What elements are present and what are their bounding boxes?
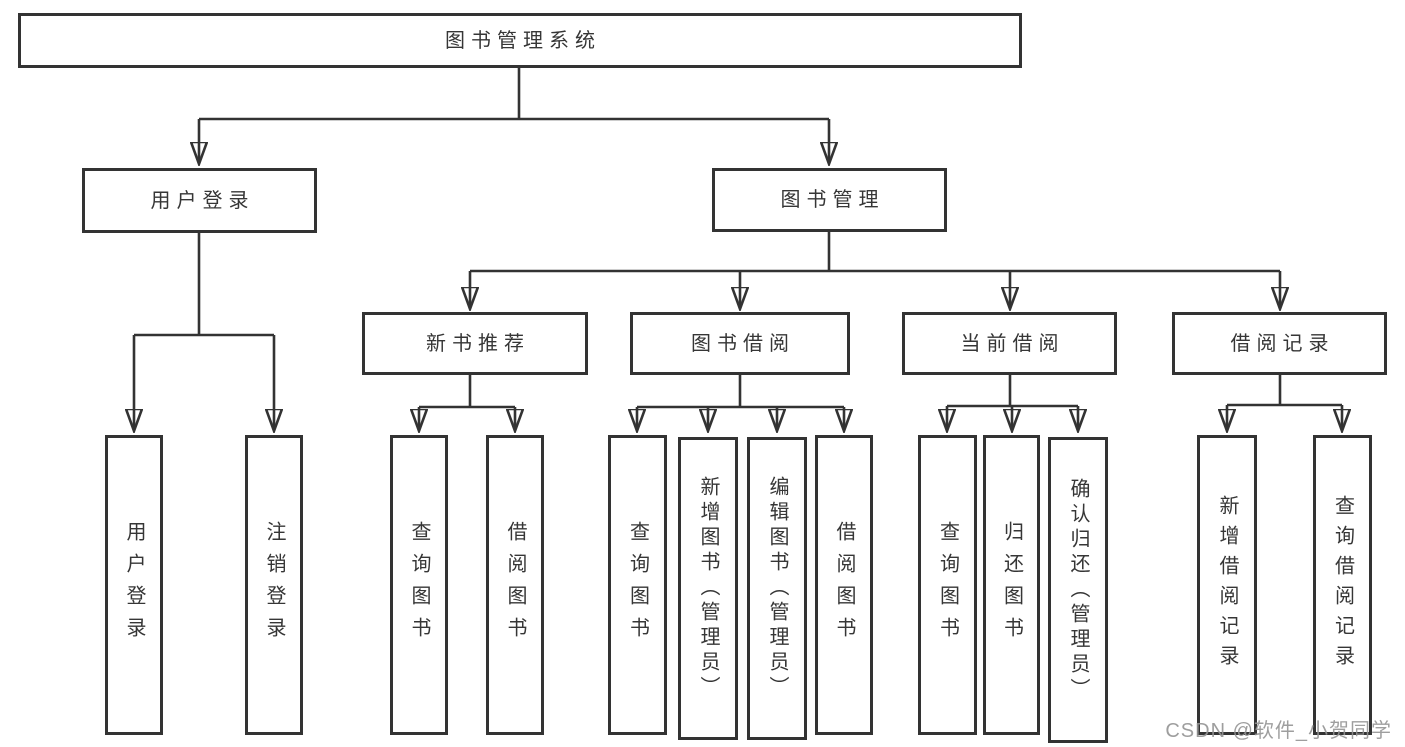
node-leaf-nb-borrow: 借阅图书 [486,435,544,735]
watermark: CSDN @软件_小贺同学 [1165,720,1392,742]
connector-book-borrow [637,375,844,431]
node-new-book: 新书推荐 [362,312,588,375]
node-leaf-cb-confirm: 确认归还（管理员） [1048,437,1108,743]
node-current-borrow: 当前借阅 [902,312,1117,375]
node-leaf-user-login: 用户登录 [105,435,163,735]
node-leaf-bb-add: 新增图书（管理员） [678,437,738,740]
node-user-login-group: 用户登录 [82,168,317,233]
connector-borrow-record [1227,375,1342,431]
connector-book-mgmt [470,232,1280,309]
node-leaf-br-query: 查询借阅记录 [1313,435,1372,735]
node-leaf-bb-borrow: 借阅图书 [815,435,873,735]
node-leaf-cb-query: 查询图书 [918,435,977,735]
node-leaf-br-add: 新增借阅记录 [1197,435,1257,735]
node-leaf-logout: 注销登录 [245,435,303,735]
node-leaf-bb-query: 查询图书 [608,435,667,735]
node-book-mgmt: 图书管理 [712,168,947,232]
connector-root [199,68,829,164]
node-book-borrow: 图书借阅 [630,312,850,375]
connector-new-book [419,375,515,431]
node-borrow-record: 借阅记录 [1172,312,1387,375]
connector-current-borrow [947,375,1078,431]
node-root: 图书管理系统 [18,13,1022,68]
connector-user-login [134,233,274,431]
node-leaf-bb-edit: 编辑图书（管理员） [747,437,807,740]
node-leaf-cb-return: 归还图书 [983,435,1040,735]
node-leaf-nb-query: 查询图书 [390,435,448,735]
